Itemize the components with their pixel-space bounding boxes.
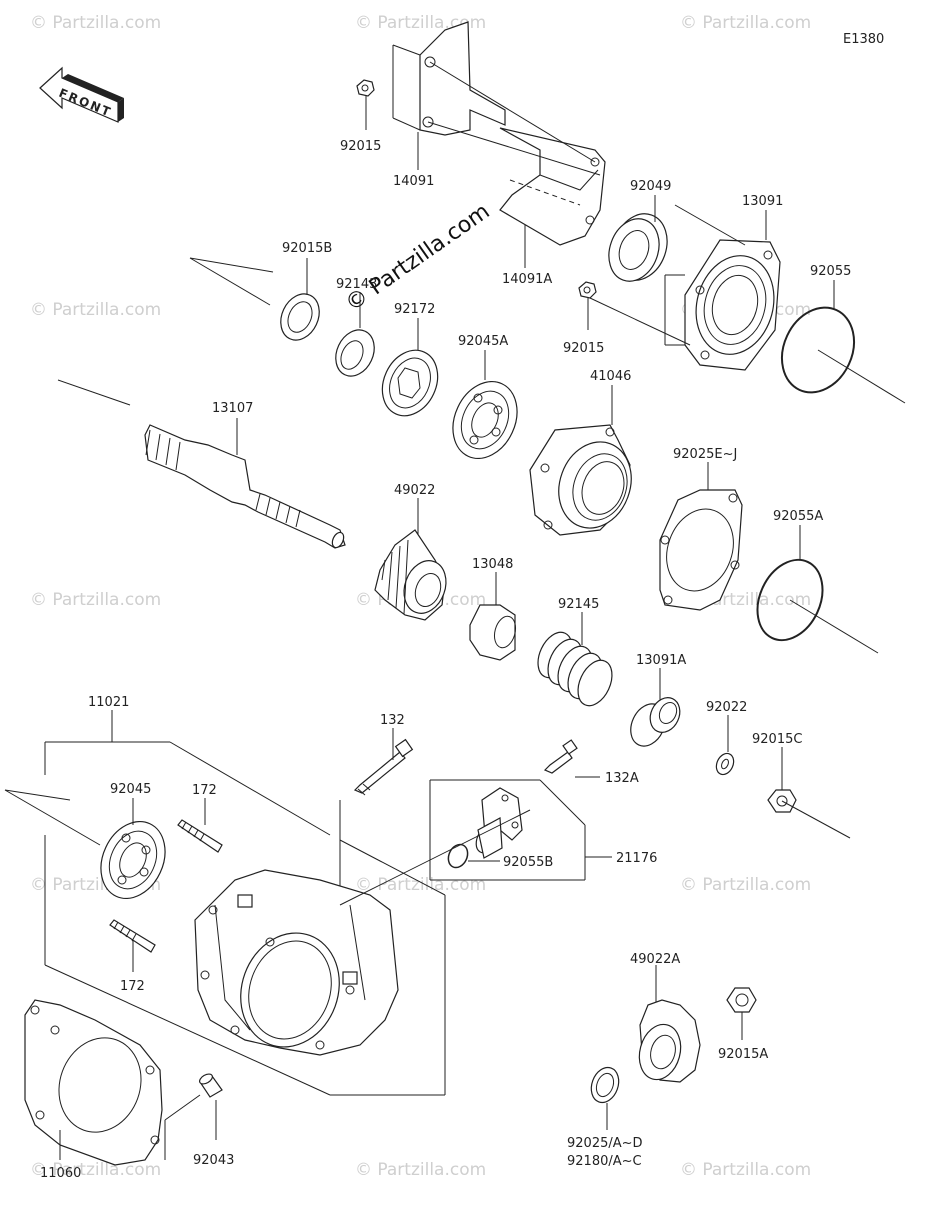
svg-text:© Partzilla.com: © Partzilla.com: [30, 1160, 161, 1180]
spacer-13091A: [630, 697, 681, 747]
label-92045A: 92045A: [458, 334, 508, 349]
label-92172: 92172: [394, 302, 435, 317]
stud-172-bottom: [109, 919, 156, 953]
label-92025EJ: 92025E~J: [673, 447, 737, 462]
label-13091: 13091: [742, 194, 783, 209]
o-ring-92055A: [756, 558, 824, 642]
label-92180AC: 92180/A~C: [567, 1154, 642, 1169]
nut-92015: [356, 79, 375, 97]
svg-text:© Partzilla.com: © Partzilla.com: [355, 875, 486, 895]
o-ring-92055: [781, 306, 855, 394]
label-92015C: 92015C: [752, 732, 802, 747]
spring-92145: [537, 631, 613, 707]
label-41046: 41046: [590, 369, 631, 384]
bolt-132A: [543, 739, 578, 774]
label-92055A: 92055A: [773, 509, 823, 524]
label-11021: 11021: [88, 695, 129, 710]
gear-49022A: [638, 999, 701, 1083]
center-watermark: © Partzilla.com: [341, 199, 494, 317]
diagram-code: E1380: [843, 32, 884, 47]
svg-text:© Partzilla.com: © Partzilla.com: [30, 590, 161, 610]
o-ring-92055B: [447, 843, 469, 869]
bearing-92045A: [452, 380, 518, 460]
nut-92015A: [726, 987, 757, 1013]
shim-92025AD: [590, 1066, 620, 1104]
gear-case-11021: [194, 869, 399, 1056]
label-172b: 172: [120, 979, 145, 994]
label-14091A: 14091A: [502, 272, 552, 287]
bracket-14091: [419, 21, 606, 246]
svg-text:© Partzilla.com: © Partzilla.com: [680, 13, 811, 33]
washer-92022: [715, 752, 735, 776]
label-13091A: 13091A: [636, 653, 686, 668]
label-11060: 11060: [40, 1166, 81, 1181]
gasket-11060: [24, 999, 163, 1166]
label-92015: 92015: [340, 139, 381, 154]
svg-text:© Partzilla.com: © Partzilla.com: [680, 1160, 811, 1180]
label-172a: 172: [192, 783, 217, 798]
gasket-92025EJ: [659, 489, 743, 611]
label-92025AD: 92025/A~D: [567, 1136, 643, 1151]
shaft-13107: [144, 424, 346, 549]
svg-text:© Partzilla.com: © Partzilla.com: [30, 300, 161, 320]
bolt-132: [353, 738, 414, 796]
front-arrow-icon: FRONT: [39, 66, 124, 123]
label-92015B: 92015B: [282, 241, 332, 256]
shim-92172: [381, 349, 439, 417]
label-92145: 92145: [558, 597, 599, 612]
nut-92015-right: [578, 281, 597, 299]
svg-text:© Partzilla.com: © Partzilla.com: [355, 1160, 486, 1180]
label-49022A: 49022A: [630, 952, 680, 967]
locknut-92015B: [280, 293, 320, 341]
label-13048: 13048: [472, 557, 513, 572]
label-92043: 92043: [193, 1153, 234, 1168]
label-13107: 13107: [212, 401, 253, 416]
gear-49022: [374, 529, 447, 621]
label-92049: 92049: [630, 179, 671, 194]
label-14091: 14091: [393, 174, 434, 189]
label-92143: 92143: [336, 277, 377, 292]
label-132A: 132A: [605, 771, 639, 786]
stud-172-top: [177, 819, 223, 853]
label-92055: 92055: [810, 264, 851, 279]
bearing-92045: [100, 820, 166, 900]
dowel-92043: [199, 1073, 223, 1098]
label-132: 132: [380, 713, 405, 728]
svg-text:© Partzilla.com: © Partzilla.com: [680, 875, 811, 895]
label-21176: 21176: [616, 851, 657, 866]
sleeve-13048: [469, 604, 517, 661]
sensor-21176: [475, 787, 523, 859]
case-41046: [529, 424, 632, 536]
oil-seal-92049: [608, 213, 668, 282]
label-92022: 92022: [706, 700, 747, 715]
label-92045: 92045: [110, 782, 151, 797]
label-92015-2: 92015: [563, 341, 604, 356]
housing-13091: [684, 239, 781, 371]
label-92055B: 92055B: [503, 855, 553, 870]
label-92015A: 92015A: [718, 1047, 768, 1062]
svg-text:© Partzilla.com: © Partzilla.com: [30, 13, 161, 33]
label-49022: 49022: [394, 483, 435, 498]
collar-92143: [335, 329, 375, 377]
